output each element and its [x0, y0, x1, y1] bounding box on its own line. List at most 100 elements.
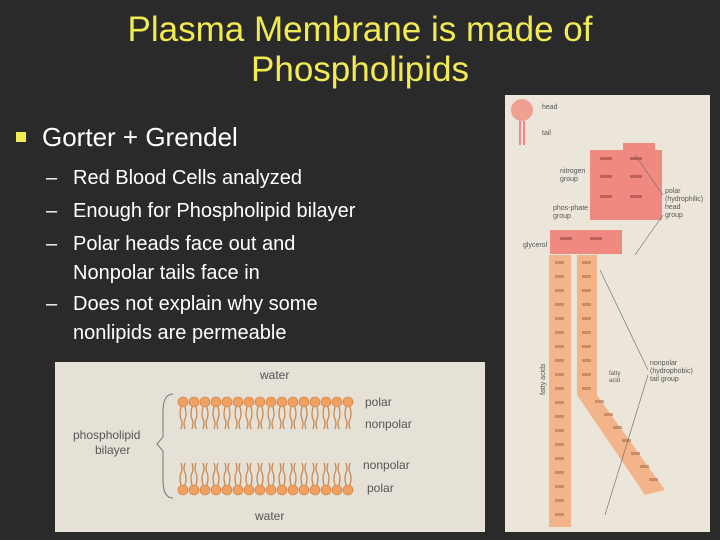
bilayer-diagram: water water polar nonpolar nonpolar pola…: [73, 368, 412, 523]
tail-label: tail: [542, 130, 551, 137]
nonpolar-tail-icon: [282, 406, 286, 430]
hydrophobic-label: (hydrophobic): [650, 368, 693, 375]
carbon-mark: [555, 401, 564, 404]
atom-mark: [560, 237, 572, 240]
polar-head-icon: [243, 484, 255, 496]
fatty-acid-tail-left: [549, 255, 571, 527]
carbon-mark: [595, 400, 604, 403]
nonpolar-tail-icon: [304, 462, 308, 486]
carbon-mark: [622, 439, 631, 442]
nonpolar-tail-icon: [315, 462, 319, 486]
nonpolar-tail-icon: [227, 462, 231, 486]
polar-head-icon: [221, 484, 233, 496]
sub-bullet: – Polar heads face out and Nonpolar tail…: [46, 228, 446, 288]
polar-head-icon: [331, 396, 343, 408]
polar-head-icon: [265, 484, 277, 496]
main-bullet-text: Gorter + Grendel: [42, 122, 238, 152]
polar-head-icon: [342, 396, 354, 408]
nonpolar-tail-icon: [311, 406, 315, 430]
polar-head-icon: [232, 396, 244, 408]
polar-head-icon: [199, 484, 211, 496]
carbon-mark: [555, 429, 564, 432]
polar-head-icon: [188, 484, 200, 496]
polar-head-icon: [188, 396, 200, 408]
water-bottom-label: water: [254, 509, 284, 523]
atom-mark: [600, 175, 612, 178]
nonpolar-tail-icon: [348, 406, 352, 430]
fatty-acids-label: fatty acids: [540, 363, 547, 395]
glycerol-block: [550, 230, 622, 254]
title-line-2: Phospholipids: [251, 50, 469, 89]
nonpolar-tail-icon: [260, 406, 264, 430]
carbon-mark: [555, 317, 564, 320]
sub-bullet: – Red Blood Cells analyzed: [46, 162, 446, 195]
carbon-mark: [555, 359, 564, 362]
sub-bullet-list: – Red Blood Cells analyzed – Enough for …: [46, 162, 446, 348]
bilayer-figure: water water polar nonpolar nonpolar pola…: [55, 362, 485, 532]
nonpolar-tail-icon: [271, 406, 275, 430]
nonpolar-tail-icon: [271, 462, 275, 486]
nonpolar-tail-icon: [234, 406, 238, 430]
polar-head-block: [590, 150, 662, 220]
nonpolar-tail-icon: [216, 462, 220, 486]
nonpolar-tail-icon: [249, 462, 253, 486]
nonpolar-tail-icon: [311, 462, 315, 486]
atom-mark: [630, 175, 642, 178]
polar-head-icon: [320, 484, 332, 496]
carbon-mark: [555, 471, 564, 474]
dash-icon: –: [46, 167, 58, 189]
nonpolar-tail-icon: [300, 462, 304, 486]
sub-bullet-text-continued: nonlipids are permeable: [73, 322, 287, 344]
fatty-acid-tail-kinked: [577, 395, 665, 495]
bracket-line: [156, 393, 174, 499]
carbon-mark: [582, 261, 591, 264]
pointer-line: [634, 214, 664, 256]
carbon-labels: [555, 157, 658, 516]
glycerol-label: glycerol: [523, 242, 548, 249]
nonpolar-tail-icon: [282, 462, 286, 486]
carbon-mark: [555, 457, 564, 460]
atom-mark: [630, 157, 642, 160]
polar-head-icon: [276, 396, 288, 408]
atom-mark: [630, 195, 642, 198]
acid-label: acid: [609, 378, 620, 384]
sub-bullet-text: Enough for Phospholipid bilayer: [73, 200, 356, 222]
polar-head-icon: [221, 396, 233, 408]
nonpolar-tail-icon: [234, 462, 238, 486]
carbon-mark: [555, 373, 564, 376]
nonpolar-tail-icon: [289, 462, 293, 486]
carbon-mark: [582, 359, 591, 362]
pointer-line: [634, 154, 664, 196]
nonpolar-tail-icon: [212, 462, 216, 486]
polar-head-icon: [276, 484, 288, 496]
nonpolar-tail-icon: [344, 406, 348, 430]
structure-diagram: head tail nitrogen group phos-phate grou…: [511, 99, 703, 527]
nonpolar-top-label: nonpolar: [365, 417, 412, 431]
polar-head-icon: [331, 484, 343, 496]
carbon-mark: [555, 275, 564, 278]
nonpolar-tail-icon: [333, 462, 337, 486]
phosphate-group-label: group: [553, 213, 571, 220]
carbon-mark: [582, 373, 591, 376]
nonpolar-tail-icon: [190, 462, 194, 486]
nonpolar-tail-icon: [238, 462, 242, 486]
nonpolar-tail-icon: [216, 406, 220, 430]
nonpolar-tail-icon: [194, 462, 198, 486]
polar-head-icon: [243, 396, 255, 408]
nonpolar-tail-icon: [337, 406, 341, 430]
slide-title: Plasma Membrane is made of Phospholipids: [60, 10, 660, 90]
head-icon: [511, 99, 533, 121]
nonpolar-tail-icon: [333, 406, 337, 430]
bilayer-label: bilayer: [95, 443, 130, 457]
head-group-label: head: [665, 204, 681, 211]
polar-head-icon: [342, 484, 354, 496]
polar-head-icon: [254, 396, 266, 408]
nonpolar-bottom-label: nonpolar: [363, 458, 410, 472]
pointer-line: [604, 374, 649, 516]
carbon-mark: [555, 499, 564, 502]
dash-icon: –: [46, 293, 58, 315]
nonpolar-tail-icon: [223, 462, 227, 486]
title-line-1: Plasma Membrane is made of: [127, 10, 593, 49]
polar-head-icon: [232, 484, 244, 496]
structure-figure: head tail nitrogen group phos-phate grou…: [505, 95, 710, 532]
